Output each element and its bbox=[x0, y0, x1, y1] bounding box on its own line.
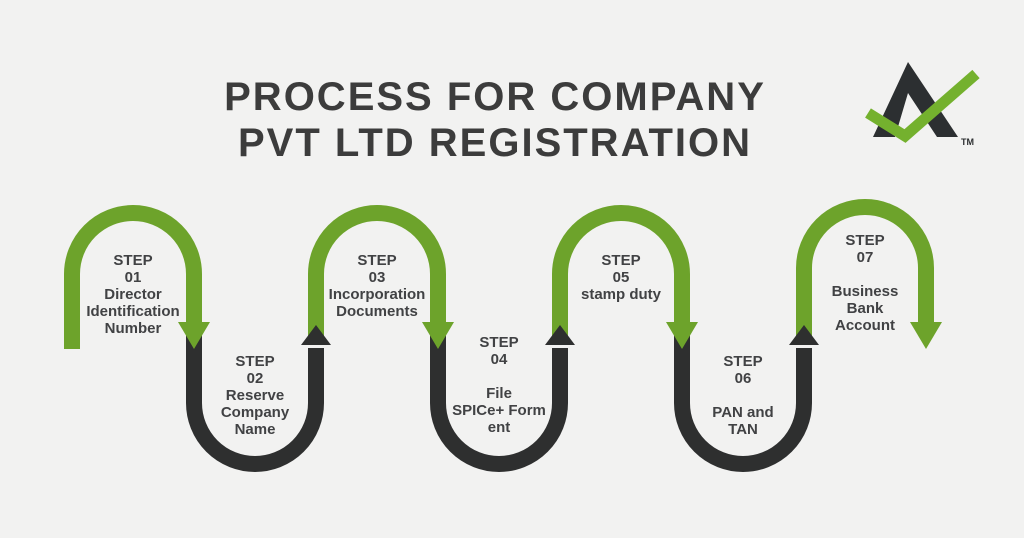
step-text-line: Incorporation bbox=[328, 286, 426, 303]
arch-curve bbox=[64, 205, 202, 349]
step-text-line: Bank bbox=[846, 300, 884, 317]
logo-letter-a bbox=[873, 62, 958, 137]
step-text-line: 05 bbox=[612, 269, 630, 286]
step-text-line: Business bbox=[831, 283, 899, 300]
arrowhead-up-icon bbox=[789, 325, 819, 345]
flow-arch-step-4 bbox=[430, 325, 575, 472]
title-line-1: PROCESS FOR COMPANY bbox=[224, 75, 766, 119]
arrowhead-down-icon bbox=[666, 322, 698, 349]
arrowhead-up-icon bbox=[545, 325, 575, 345]
arrowhead-up-icon bbox=[301, 325, 331, 345]
logo-checkmark-icon bbox=[865, 69, 980, 143]
flow-arch-step-5 bbox=[552, 205, 698, 349]
step-text-line: Name bbox=[234, 421, 276, 438]
step-text-line: STEP bbox=[845, 232, 885, 249]
flow-arch-step-3 bbox=[308, 205, 454, 349]
flow-arch-step-1 bbox=[64, 205, 210, 349]
step-text-line: Reserve bbox=[225, 387, 285, 404]
step-text-line: STEP bbox=[357, 252, 397, 269]
step-text-line: 01 bbox=[124, 269, 142, 286]
step-text-line: 04 bbox=[490, 351, 508, 368]
arch-curve bbox=[430, 334, 568, 472]
step-text-line: PAN and bbox=[712, 404, 774, 421]
arch-curve bbox=[796, 199, 934, 342]
page-title: PROCESS FOR COMPANY PVT LTD REGISTRATION bbox=[0, 74, 990, 166]
step-text-line: Number bbox=[104, 320, 162, 337]
step-text-line: Company bbox=[220, 404, 290, 421]
arrowhead-down-icon bbox=[910, 322, 942, 349]
brand-logo: TM bbox=[865, 62, 980, 147]
step-text-line: SPICe+ Form bbox=[452, 402, 546, 419]
step-text-line: STEP bbox=[235, 353, 275, 370]
flow-arch-step-7 bbox=[796, 199, 942, 349]
step-text-line: 07 bbox=[856, 249, 874, 266]
step-text-line: Identification bbox=[86, 303, 180, 320]
logo-trademark: TM bbox=[961, 137, 974, 147]
step-text-line: Director bbox=[104, 286, 162, 303]
step-text-line: STEP bbox=[113, 252, 153, 269]
arch-curve bbox=[186, 334, 324, 472]
step-text-line: File bbox=[486, 385, 512, 402]
step-text-line: 06 bbox=[734, 370, 752, 387]
flow-arch-step-6 bbox=[674, 325, 819, 472]
step-text-line bbox=[790, 266, 940, 283]
step-text-line: TAN bbox=[728, 421, 758, 438]
step-text-line: Documents bbox=[336, 303, 418, 320]
step-text-line: 03 bbox=[368, 269, 386, 286]
arrowhead-down-icon bbox=[422, 322, 454, 349]
arch-curve bbox=[308, 205, 446, 342]
step-text-line: STEP bbox=[601, 252, 641, 269]
step-text-line: STEP bbox=[479, 334, 519, 351]
step-text-line: 02 bbox=[246, 370, 264, 387]
arch-curve bbox=[674, 334, 812, 472]
flow-arch-step-2 bbox=[186, 325, 331, 472]
step-text-line: Account bbox=[835, 317, 895, 334]
step-text-line bbox=[424, 368, 574, 385]
step-text-line: ent bbox=[487, 419, 511, 436]
arrowhead-down-icon bbox=[178, 322, 210, 349]
step-text-line: stamp duty bbox=[580, 286, 661, 303]
step-text-line bbox=[668, 387, 818, 404]
step-text-line: STEP bbox=[723, 353, 763, 370]
arch-curve bbox=[552, 205, 690, 342]
title-line-2: PVT LTD REGISTRATION bbox=[237, 121, 753, 165]
